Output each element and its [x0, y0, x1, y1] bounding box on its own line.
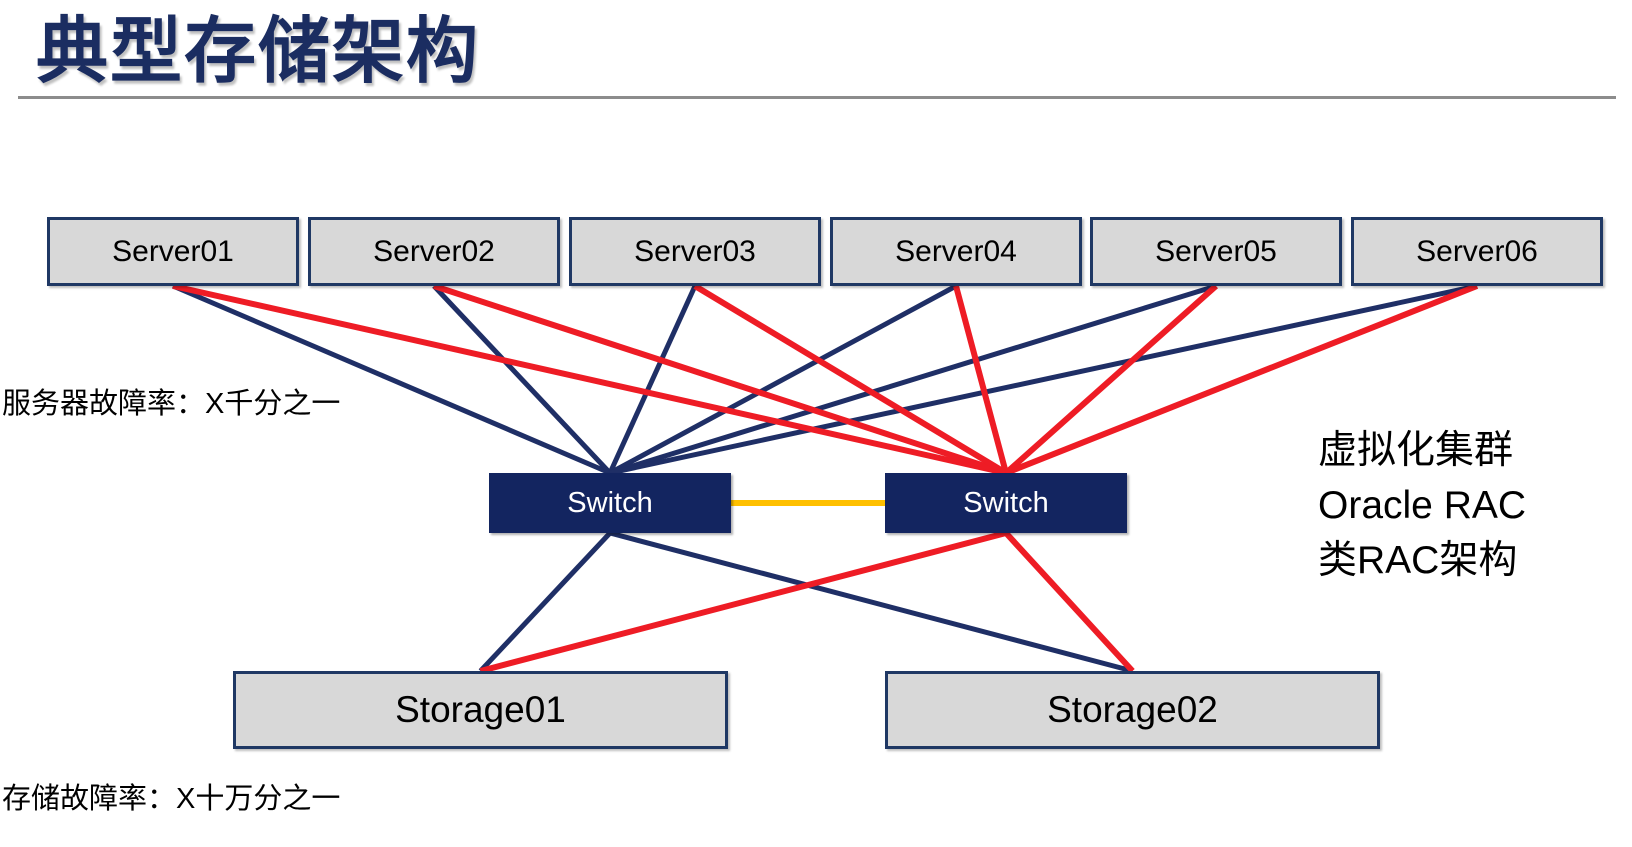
connection-switch-right-to-storage02: [1003, 530, 1135, 674]
server02-label: Server02: [373, 234, 495, 268]
title-divider: [18, 96, 1616, 99]
storage01-box: Storage01: [233, 671, 728, 749]
connection-server01-to-switch-right: [172, 283, 1007, 476]
server05-box: Server05: [1090, 217, 1342, 286]
connection-switch-left-to-storage01: [478, 531, 612, 673]
cluster-annotation: 虚拟化集群 Oracle RAC 类RAC架构: [1318, 423, 1526, 588]
connection-server06-to-switch-right: [1004, 283, 1479, 476]
server04-label: Server04: [895, 234, 1017, 268]
connection-server04-to-switch-left: [608, 283, 958, 476]
connection-server05-to-switch-right: [1004, 283, 1218, 476]
switch-right-label: Switch: [963, 486, 1049, 519]
server03-label: Server03: [634, 234, 756, 268]
server05-label: Server05: [1155, 234, 1277, 268]
server04-box: Server04: [830, 217, 1082, 286]
annotation-line-1: 虚拟化集群: [1318, 429, 1514, 472]
server06-box: Server06: [1351, 217, 1603, 286]
connection-server05-to-switch-left: [609, 283, 1217, 476]
server02-box: Server02: [308, 217, 560, 286]
storage02-label: Storage02: [1047, 689, 1218, 730]
connection-server03-to-switch-left: [607, 284, 698, 475]
server-failure-rate-label: 服务器故障率：X千分之一: [2, 388, 341, 420]
server01-label: Server01: [112, 234, 234, 268]
server03-box: Server03: [569, 217, 821, 286]
connection-switch-left-to-storage02: [609, 530, 1134, 674]
storage-failure-rate-label: 存储故障率：X十万分之一: [2, 783, 341, 815]
server06-label: Server06: [1416, 234, 1538, 268]
connection-server01-to-switch-left: [172, 283, 611, 476]
connection-server02-to-switch-left: [432, 284, 612, 475]
server01-box: Server01: [47, 217, 299, 286]
switch-left-box: Switch: [489, 473, 731, 533]
connection-server06-to-switch-left: [609, 283, 1478, 476]
storage01-label: Storage01: [395, 689, 566, 730]
annotation-line-3: 类RAC架构: [1318, 539, 1518, 582]
switch-left-label: Switch: [567, 486, 653, 519]
connection-switch-right-to-storage01: [479, 530, 1007, 674]
storage02-box: Storage02: [885, 671, 1380, 749]
annotation-line-2: Oracle RAC: [1318, 484, 1527, 527]
page-title: 典型存储架构: [36, 12, 481, 92]
connection-server03-to-switch-right: [693, 283, 1008, 476]
connection-server02-to-switch-right: [433, 283, 1007, 476]
switch-right-box: Switch: [885, 473, 1127, 533]
connection-server04-to-switch-right: [953, 285, 1009, 474]
